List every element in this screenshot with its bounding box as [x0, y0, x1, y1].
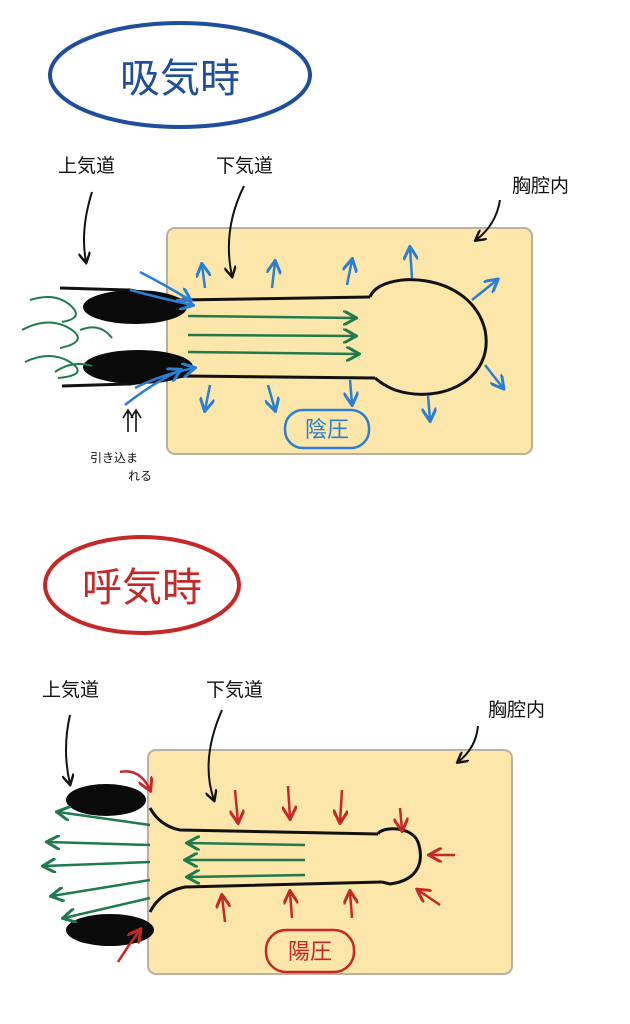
exhale-title-badge: 呼気時 — [43, 535, 241, 635]
inhale-thorax-box — [166, 227, 533, 455]
inhale-turbulent-inflow — [21, 295, 113, 379]
exhale-lower-airway-label: 下気道 — [206, 679, 263, 701]
exhale-panel: 呼気時 上気道 下気道 胸腔内 — [42, 535, 545, 975]
exhale-airway-wall-bottom — [148, 880, 383, 913]
inhale-upper-airway-pointer — [84, 191, 93, 262]
exhale-thorax-label: 胸腔内 — [488, 699, 545, 721]
inhale-pressure-badge: 陰圧 — [283, 408, 371, 450]
inhale-airflow-arrows — [187, 316, 358, 354]
exhale-upper-airway-mass-top — [66, 784, 146, 816]
inhale-lower-airway-pointer — [229, 185, 245, 276]
exhale-pressure-badge: 陽圧 — [264, 928, 356, 974]
inhale-pull-arrows — [124, 270, 194, 406]
exhale-airway-wall-top — [148, 807, 379, 836]
inhale-pressure-label: 陰圧 — [305, 418, 349, 443]
inhale-thorax-pointer — [476, 199, 501, 240]
inhale-panel: 吸気時 上気道 下気道 胸腔内 — [21, 21, 569, 483]
inhale-pull-note-line2: れる — [128, 469, 152, 483]
inhale-pull-note: 引き込ま れる — [90, 408, 152, 483]
exhale-thorax-pointer — [458, 725, 479, 762]
inhale-upper-airway-mass-top — [83, 290, 187, 324]
inhale-pull-note-line1: 引き込ま — [90, 451, 138, 465]
inhale-outward-pressure-arrows — [202, 248, 503, 420]
exhale-lower-airway-pointer — [209, 709, 223, 800]
inhale-thorax-label: 胸腔内 — [512, 175, 569, 197]
inhale-title: 吸気時 — [120, 56, 240, 102]
exhale-upper-airway-label: 上気道 — [42, 679, 99, 701]
exhale-title: 呼気時 — [82, 565, 202, 611]
inhale-lower-airway-label: 下気道 — [216, 155, 273, 177]
exhale-pressure-label: 陽圧 — [288, 940, 332, 965]
exhale-upper-airway-mass-bottom — [66, 914, 154, 946]
inhale-alveolus — [368, 278, 488, 396]
exhale-inward-pressure-arrows — [116, 770, 455, 963]
inhale-title-badge: 吸気時 — [48, 21, 312, 129]
exhale-outflow-fan — [44, 812, 151, 918]
inhale-upper-airway-mass-bottom — [83, 350, 193, 384]
exhale-upper-airway-pointer — [66, 714, 70, 784]
inhale-upper-airway-label: 上気道 — [58, 155, 115, 177]
exhale-alveolus — [376, 827, 422, 886]
exhale-airflow-arrows — [186, 843, 306, 877]
